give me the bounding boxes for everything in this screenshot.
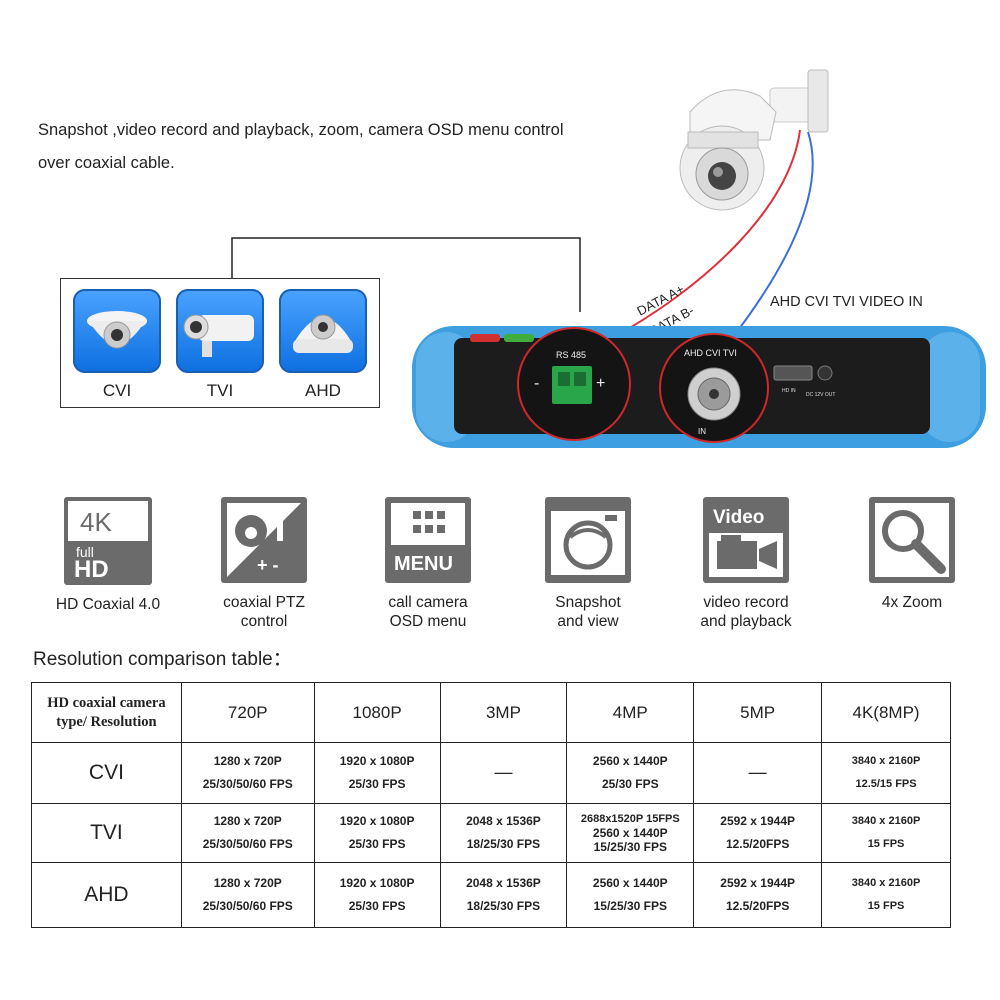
column-header: 5MP xyxy=(693,682,823,743)
zoom-icon xyxy=(869,497,955,583)
row-type-ahd: AHD xyxy=(31,862,182,928)
cvi-label: CVI xyxy=(102,381,132,400)
column-header: 1080P xyxy=(313,682,441,743)
table-cell: — xyxy=(439,742,568,804)
connection-diagram: DATA A+ DATA B- AHD CVI TVI VIDEO IN HD … xyxy=(231,69,986,448)
rs485-port-zoom: RS 485 - + xyxy=(517,327,631,441)
menu-icon: MENU xyxy=(385,497,471,583)
intro-text: Snapshot ,video record and playback, zoo… xyxy=(38,121,564,172)
column-header: 3MP xyxy=(439,682,568,743)
column-header: 4MP xyxy=(566,682,695,743)
feature-zoom: 4x Zoom xyxy=(842,497,982,612)
camera-box-connector-line xyxy=(231,237,581,312)
svg-text:MENU: MENU xyxy=(394,553,453,575)
dc-label: DC 12V OUT xyxy=(806,392,835,398)
video-record-icon: Video xyxy=(703,497,789,583)
ptz-control-icon: + - xyxy=(221,497,307,583)
ahd-camera-icon xyxy=(279,289,367,373)
tvi-camera-icon xyxy=(176,289,264,373)
svg-text:HD: HD xyxy=(74,556,109,581)
svg-text:full: full xyxy=(76,544,94,560)
column-header: 720P xyxy=(180,682,315,743)
snapshot-icon xyxy=(545,497,631,583)
feature-label: 4x Zoom xyxy=(881,594,943,611)
bnc-in-label: IN xyxy=(698,427,706,436)
bnc-port-zoom: AHD CVI TVI IN xyxy=(659,333,769,443)
hdmi-label: HD IN xyxy=(782,388,796,394)
camera-type-box: CVI TVI AHD xyxy=(60,278,380,408)
4k-full-hd-icon: 4K full HD xyxy=(64,497,152,585)
ahd-label: AHD xyxy=(305,381,341,400)
svg-text:Video: Video xyxy=(713,507,764,528)
video-in-label: AHD CVI TVI VIDEO IN xyxy=(770,294,923,310)
svg-text:4K: 4K xyxy=(80,507,112,537)
table-cell: — xyxy=(693,742,823,804)
table-title: Resolution comparison table： xyxy=(33,649,292,670)
cvi-camera-icon xyxy=(73,289,161,373)
row-type-tvi: TVI xyxy=(31,803,182,863)
tvi-label: TVI xyxy=(206,381,234,400)
bnc-label: AHD CVI TVI xyxy=(684,348,737,358)
ptz-camera-image xyxy=(679,69,829,211)
svg-text:+ -: + - xyxy=(257,555,279,575)
feature-label: HD Coaxial 4.0 xyxy=(55,596,161,613)
data-a-wire xyxy=(611,129,801,339)
data-b-wire xyxy=(725,131,814,347)
row-type-cvi: CVI xyxy=(31,742,182,804)
rs485-minus: - xyxy=(534,375,539,392)
rs485-plus: + xyxy=(596,375,605,392)
column-header: 4K(8MP) xyxy=(821,682,951,743)
feature-hd-coaxial: 4K full HD HD Coaxial 4.0 xyxy=(38,497,178,614)
rs485-label: RS 485 xyxy=(556,350,586,360)
